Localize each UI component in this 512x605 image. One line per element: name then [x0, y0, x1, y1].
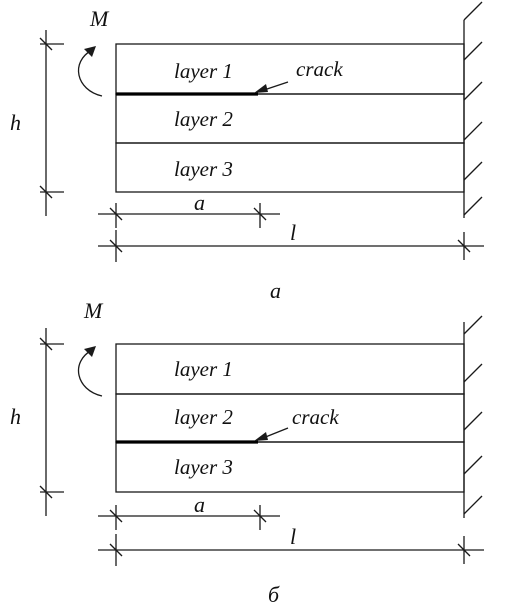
panel-caption: б [268, 582, 280, 605]
crack-length-dimension [98, 505, 280, 530]
layer-1-rect [115, 343, 465, 395]
moment-label: M [83, 298, 104, 323]
layer-1-label: layer 1 [174, 59, 233, 83]
layer-3-label: layer 3 [174, 455, 233, 479]
layer-2-rect [115, 93, 465, 144]
span-label: l [290, 220, 296, 245]
height-dimension [39, 30, 64, 216]
crack-label: crack [292, 405, 339, 429]
crack-length-label: a [194, 190, 205, 215]
crack-length-label: a [194, 492, 205, 517]
height-dimension [39, 328, 64, 516]
layer-1-label: layer 1 [174, 357, 233, 381]
crack-length-dimension [98, 203, 280, 228]
panel-b: M h layer 1 layer 2 layer 3 crack a l б [10, 298, 484, 605]
layer-2-label: layer 2 [174, 405, 233, 429]
layer-3-rect [115, 441, 465, 493]
height-label: h [10, 404, 21, 429]
layer-2-label: layer 2 [174, 107, 233, 131]
panel-a: M h layer 1 layer 2 layer 3 crack a l a [10, 1, 484, 303]
moment-label: M [89, 6, 110, 31]
crack-arrow-icon [254, 81, 289, 93]
height-label: h [10, 110, 21, 135]
crack-label: crack [296, 57, 343, 81]
moment-arrow-icon [77, 46, 103, 97]
layer-1-rect [115, 43, 465, 95]
span-dimension [98, 230, 484, 262]
layer-3-rect [115, 142, 465, 193]
span-dimension [98, 534, 484, 566]
moment-arrow-icon [77, 346, 103, 397]
fixed-support-wall [463, 1, 483, 218]
layer-3-label: layer 3 [174, 157, 233, 181]
span-label: l [290, 524, 296, 549]
crack-arrow-icon [254, 427, 289, 441]
panel-caption: a [270, 278, 281, 303]
fixed-support-wall [463, 315, 483, 518]
layer-2-rect [115, 393, 465, 443]
